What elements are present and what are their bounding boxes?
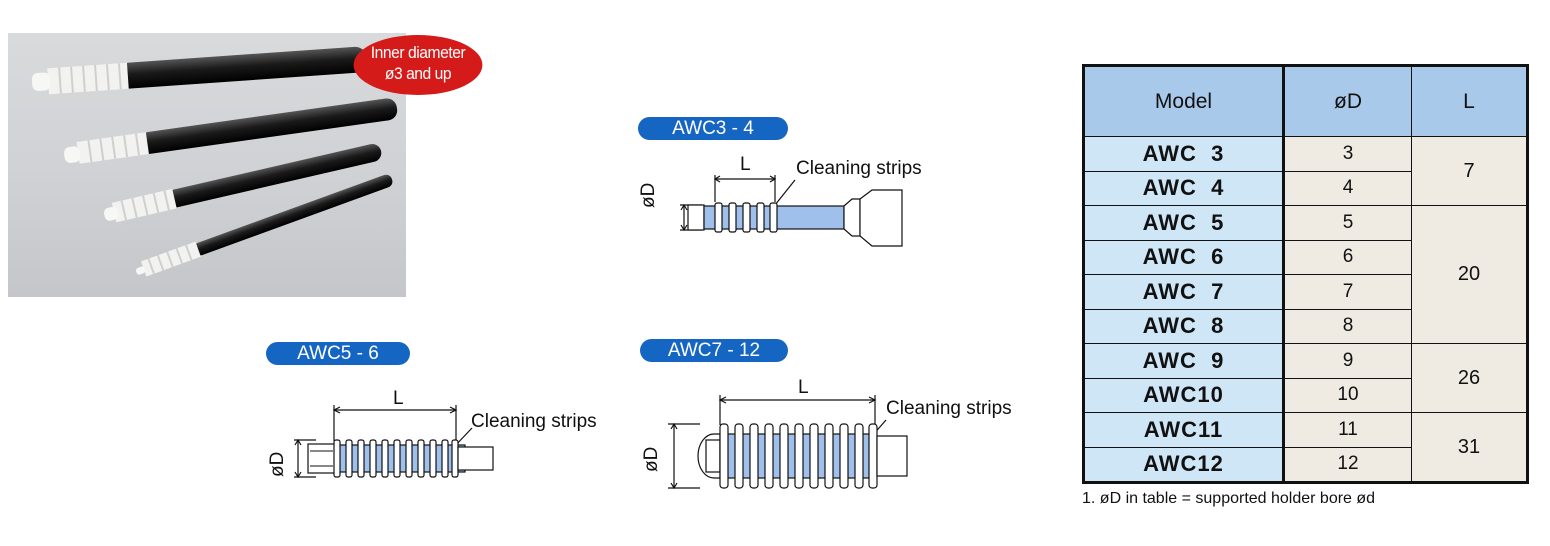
- awc3-4-length-label: L: [740, 154, 751, 175]
- table-row: AWC 8 8: [1083, 308, 1528, 344]
- model-cell: AWC 8: [1083, 308, 1285, 344]
- od-cell: 11: [1283, 412, 1412, 448]
- od-cell: 4: [1283, 170, 1412, 206]
- table-row: AWC11 11 31: [1083, 412, 1528, 483]
- model-cell: AWC 5: [1083, 205, 1285, 241]
- header-model: Model: [1083, 65, 1285, 137]
- diagram-awc5-6: [294, 405, 494, 479]
- diagram-awc3-4: [680, 175, 903, 247]
- awc5-6-callout: Cleaning strips: [471, 411, 597, 432]
- label-awc5-6: AWC5 - 6: [266, 342, 410, 365]
- model-cell: AWC12: [1083, 446, 1285, 483]
- od-cell: 12: [1283, 446, 1412, 483]
- od-cell: 10: [1283, 377, 1412, 413]
- model-cell: AWC10: [1083, 377, 1285, 413]
- swab-sticks-image: [31, 46, 398, 277]
- label-awc7-12: AWC7 - 12: [640, 339, 788, 362]
- table-row: AWC 5 5 20: [1083, 205, 1528, 344]
- product-photo: [8, 33, 406, 297]
- length-cell: 31: [1411, 412, 1528, 483]
- od-cell: 9: [1283, 343, 1412, 379]
- awc3-4-callout: Cleaning strips: [796, 158, 922, 179]
- model-cell: AWC 9: [1083, 343, 1285, 379]
- badge-line1: Inner diameter: [370, 43, 466, 62]
- length-cell: 7: [1411, 136, 1528, 206]
- awc5-6-diameter-label: øD: [267, 451, 288, 477]
- table-footnote: 1. øD in table = supported holder bore ø…: [1082, 490, 1376, 507]
- table-row: AWC 9 9 26: [1083, 343, 1528, 413]
- awc7-12-length-label: L: [798, 377, 809, 398]
- od-cell: 3: [1283, 136, 1412, 172]
- model-cell: AWC 7: [1083, 274, 1285, 310]
- inner-diameter-badge: Inner diameter ø3 and up: [353, 35, 483, 95]
- header-od: øD: [1283, 65, 1412, 137]
- model-cell: AWC 6: [1083, 239, 1285, 275]
- model-cell: AWC 4: [1083, 170, 1285, 206]
- length-cell: 26: [1411, 343, 1528, 413]
- diagram-awc7-12: [668, 395, 908, 490]
- awc5-6-length-label: L: [393, 388, 404, 409]
- spec-table: Model øD L AWC 3 3 7 AWC 4 4 AWC 5 5 20 …: [1082, 64, 1529, 484]
- table-row: AWC 4 4: [1083, 170, 1528, 206]
- od-cell: 8: [1283, 308, 1412, 344]
- awc3-4-diameter-label: øD: [638, 182, 659, 208]
- model-cell: AWC11: [1083, 412, 1285, 448]
- label-awc3-4: AWC3 - 4: [638, 117, 788, 140]
- od-cell: 6: [1283, 239, 1412, 275]
- table-row: AWC 3 3 7: [1083, 136, 1528, 206]
- model-cell: AWC 3: [1083, 136, 1285, 172]
- badge-line2: ø3 and up: [384, 64, 452, 83]
- awc7-12-callout: Cleaning strips: [886, 398, 1012, 419]
- length-cell: 20: [1411, 205, 1528, 344]
- header-length: L: [1411, 65, 1528, 137]
- od-cell: 7: [1283, 274, 1412, 310]
- od-cell: 5: [1283, 205, 1412, 241]
- table-row: AWC10 10: [1083, 377, 1528, 413]
- table-row: AWC12 12: [1083, 446, 1528, 483]
- awc7-12-diameter-label: øD: [641, 446, 662, 472]
- table-header-row: Model øD L: [1083, 65, 1528, 137]
